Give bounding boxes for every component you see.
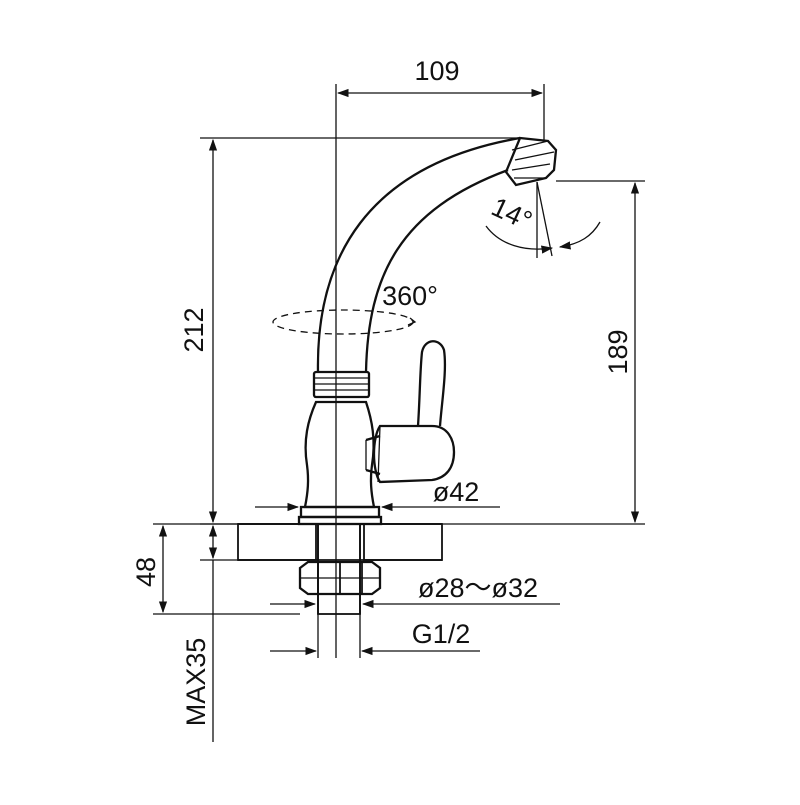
base-ring xyxy=(297,505,383,526)
swivel-collar xyxy=(312,370,371,399)
mounting-nut xyxy=(298,560,382,596)
max-deck-thickness-label: MAX35 xyxy=(181,638,211,727)
counter-deck xyxy=(237,523,443,561)
valve-body xyxy=(303,400,376,509)
spout-reach-label: 109 xyxy=(414,56,459,86)
lever-handle xyxy=(365,340,456,484)
shank-length-label: 48 xyxy=(131,557,161,587)
spout-angle-label: 14° xyxy=(487,192,537,236)
faucet-body xyxy=(297,136,558,526)
spout-inner-curve xyxy=(364,168,509,373)
spout-angle-indicator xyxy=(485,181,601,258)
thread-size-label: G1/2 xyxy=(412,619,471,649)
total-height-label: 212 xyxy=(179,307,209,352)
spout-outer-curve xyxy=(316,136,521,373)
shank-assembly xyxy=(298,523,382,615)
hole-diameter-label: ø28～ø32 xyxy=(418,573,538,603)
rotation-indicator xyxy=(272,309,417,335)
dimension-lines xyxy=(153,84,645,742)
base-diameter-label: ø42 xyxy=(433,477,480,507)
swivel-rotation-label: 360° xyxy=(382,281,438,311)
outlet-height-label: 189 xyxy=(603,329,633,374)
spout-aerator xyxy=(504,136,558,187)
